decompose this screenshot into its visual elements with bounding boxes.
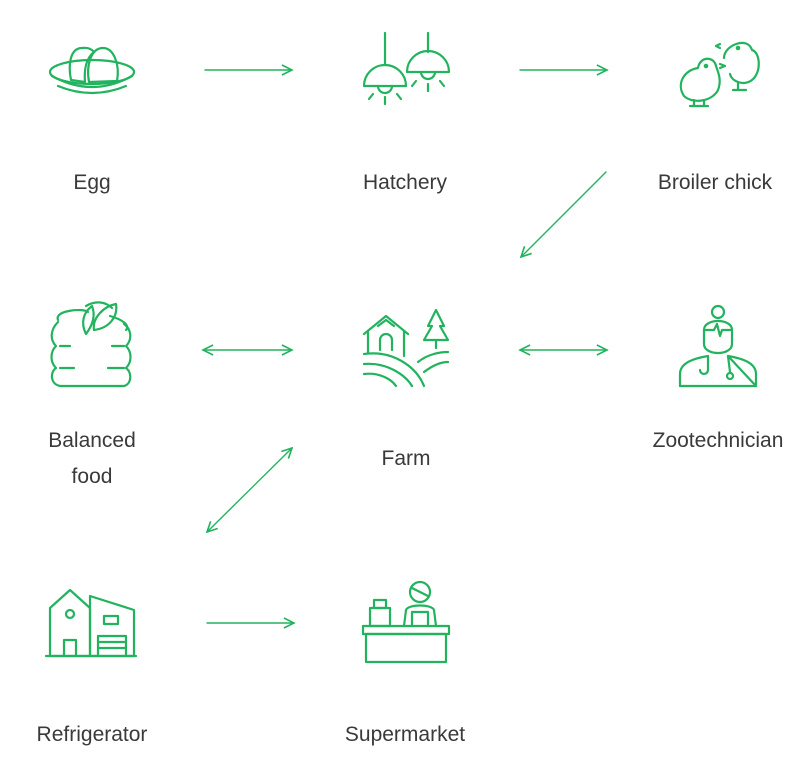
node-label-line: Balanced: [48, 429, 136, 452]
node-label-zootechnician: Zootechnician: [652, 429, 784, 452]
node-label-line: food: [71, 465, 113, 488]
hanging-lamps-icon: [362, 31, 451, 106]
node-label-supermarket: Supermarket: [344, 723, 466, 746]
node-label-broiler-chick: Broiler chick: [657, 171, 773, 194]
node-label-egg: Egg: [73, 171, 111, 194]
cashier-icon: [361, 580, 451, 664]
veterinarian-icon: [678, 304, 758, 388]
cold-storage-building-icon: [44, 588, 138, 658]
arrow-broiler-chick-to-farm: [521, 171, 607, 257]
egg-nest-icon: [48, 46, 136, 95]
feed-sack-icon: [50, 301, 132, 388]
farm-icon: [362, 308, 450, 388]
node-label-farm: Farm: [381, 447, 431, 470]
arrow-farm-refrigerator: [207, 448, 292, 532]
node-label-hatchery: Hatchery: [362, 171, 448, 194]
node-label-refrigerator: Refrigerator: [36, 723, 148, 746]
node-label-balanced-food: Balanced food: [48, 423, 136, 495]
chicks-icon: [679, 41, 760, 108]
